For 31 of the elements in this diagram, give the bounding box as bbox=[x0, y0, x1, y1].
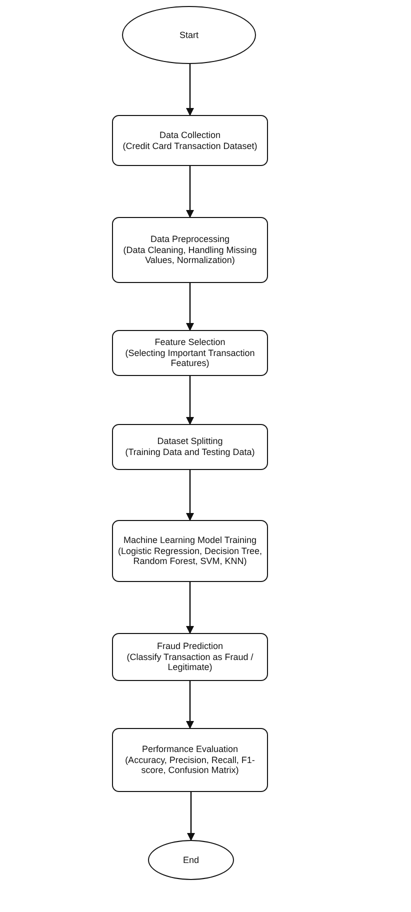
step-description: (Accuracy, Precision, Recall, F1-score, Confusion Matrix) bbox=[124, 754, 256, 776]
process-box bbox=[112, 424, 268, 470]
step-description: (Training Data and Testing Data) bbox=[125, 447, 255, 458]
step-title: Machine Learning Model Training bbox=[123, 534, 257, 546]
arrow bbox=[186, 376, 194, 425]
step-title: Data Preprocessing bbox=[150, 234, 230, 245]
arrow bbox=[186, 64, 194, 116]
arrow bbox=[186, 283, 194, 331]
process-box bbox=[112, 330, 268, 376]
arrow bbox=[186, 166, 194, 218]
step-title: Start bbox=[179, 30, 198, 40]
step-title: Feature Selection bbox=[154, 336, 226, 348]
step-description: (Selecting Important Transaction Features) bbox=[124, 348, 256, 370]
arrow bbox=[186, 470, 194, 521]
arrow bbox=[187, 792, 195, 841]
step-description: (Classify Transaction as Fraud / Legitimate) bbox=[126, 652, 254, 674]
step-description: (Credit Card Transaction Dataset) bbox=[122, 140, 258, 152]
step-title: Performance Evaluation bbox=[142, 744, 238, 755]
process-box bbox=[112, 728, 268, 792]
step-description: (Data Cleaning, Handling Missing Values, Normalization) bbox=[122, 244, 258, 266]
step-title: Fraud Prediction bbox=[156, 640, 224, 652]
process-box bbox=[112, 217, 268, 283]
step-description: (Logistic Regression, Decision Tree, Random Forest, SVM, KNN) bbox=[117, 546, 263, 568]
arrow bbox=[186, 681, 194, 729]
step-title: Data Collection bbox=[159, 130, 221, 140]
step-title: Dataset Splitting bbox=[157, 436, 223, 447]
process-box bbox=[112, 633, 268, 681]
arrow bbox=[186, 582, 194, 634]
step-title: End bbox=[182, 854, 199, 866]
process-box bbox=[112, 520, 268, 582]
process-box bbox=[112, 115, 268, 166]
